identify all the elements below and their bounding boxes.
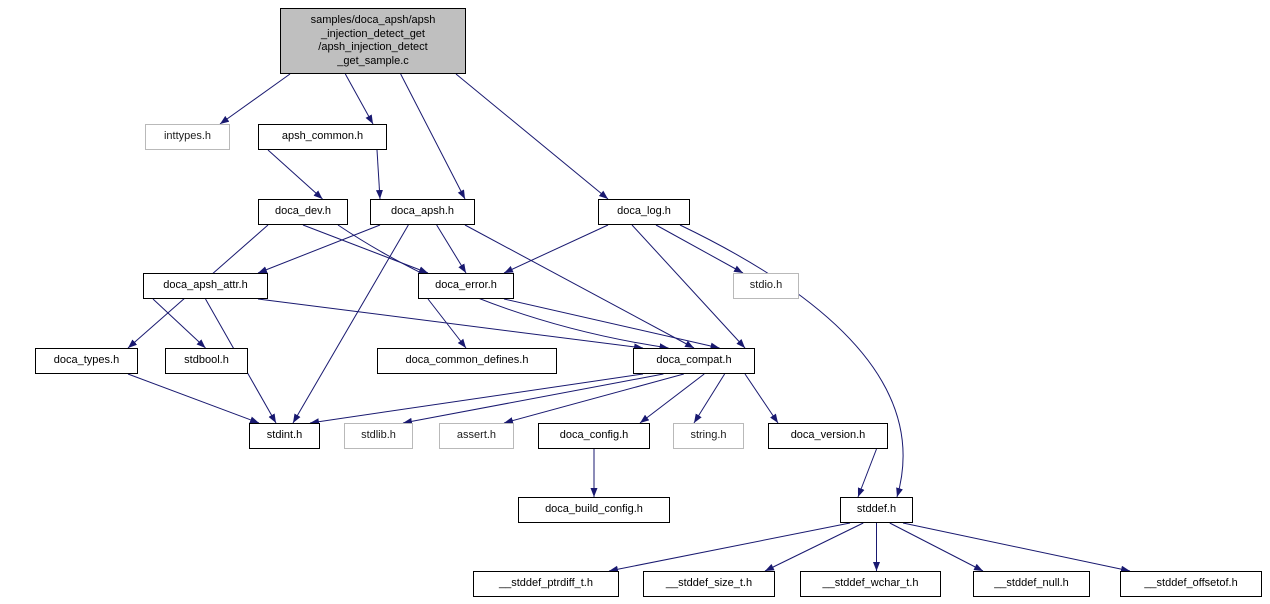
graph-node-doca_log[interactable]: doca_log.h — [598, 199, 690, 225]
graph-node-doca_compat[interactable]: doca_compat.h — [633, 348, 755, 374]
edge-doca_compat-string — [693, 373, 726, 424]
graph-node-root: samples/doca_apsh/apsh _injection_detect… — [280, 8, 466, 74]
graph-node-stddef_size[interactable]: __stddef_size_t.h — [643, 571, 775, 597]
graph-node-apsh_common[interactable]: apsh_common.h — [258, 124, 387, 150]
edge-doca_dev-doca_error — [302, 224, 429, 274]
edge-apsh_common-doca_dev — [267, 149, 323, 200]
edge-doca_log-stddef — [679, 224, 904, 498]
graph-node-doca_types[interactable]: doca_types.h — [35, 348, 138, 374]
graph-node-doca_apsh_attr[interactable]: doca_apsh_attr.h — [143, 273, 268, 299]
graph-node-doca_config[interactable]: doca_config.h — [538, 423, 650, 449]
edge-doca_apsh-doca_apsh_attr — [257, 224, 381, 274]
graph-node-string: string.h — [673, 423, 744, 449]
edge-doca_compat-doca_version — [744, 373, 779, 424]
edge-stddef-stddef_null — [889, 522, 984, 572]
edge-root-doca_apsh — [400, 73, 466, 200]
graph-node-doca_dev[interactable]: doca_dev.h — [258, 199, 348, 225]
graph-node-stdbool[interactable]: stdbool.h — [165, 348, 248, 374]
graph-node-doca_common_defines[interactable]: doca_common_defines.h — [377, 348, 557, 374]
graph-node-stddef_null[interactable]: __stddef_null.h — [973, 571, 1090, 597]
edge-doca_apsh-doca_compat — [464, 224, 695, 349]
graph-node-inttypes: inttypes.h — [145, 124, 230, 150]
edge-stddef-stddef_ptrdiff — [608, 522, 851, 573]
edge-doca_compat-stdint — [309, 373, 644, 426]
edge-doca_log-doca_error — [503, 224, 609, 274]
edge-doca_apsh-doca_error — [436, 224, 467, 274]
graph-node-doca_apsh[interactable]: doca_apsh.h — [370, 199, 475, 225]
graph-node-doca_version[interactable]: doca_version.h — [768, 423, 888, 449]
edge-doca_apsh_attr-doca_compat — [257, 298, 644, 351]
edge-doca_version-stddef — [857, 448, 877, 498]
graph-node-stdlib: stdlib.h — [344, 423, 413, 449]
graph-node-stdint[interactable]: stdint.h — [249, 423, 320, 449]
edge-doca_error-doca_compat — [503, 298, 720, 350]
edge-stddef-stddef_size — [764, 522, 864, 572]
graph-node-doca_build_config[interactable]: doca_build_config.h — [518, 497, 670, 523]
edge-doca_compat-stdlib — [402, 373, 664, 425]
graph-node-stddef_ptrdiff[interactable]: __stddef_ptrdiff_t.h — [473, 571, 619, 597]
edge-stddef-stddef_offsetof — [902, 522, 1131, 573]
edge-doca_dev-doca_compat — [337, 224, 669, 351]
graph-node-stddef[interactable]: stddef.h — [840, 497, 913, 523]
edge-doca_types-stdint — [127, 373, 260, 424]
edge-doca_compat-doca_config — [639, 373, 705, 424]
edge-doca_log-doca_compat — [631, 224, 746, 349]
edge-root-doca_log — [455, 73, 609, 200]
graph-node-stdio: stdio.h — [733, 273, 799, 299]
edge-root-apsh_common — [344, 73, 374, 125]
edge-root-inttypes — [219, 73, 291, 125]
edge-doca_error-doca_common_defines — [427, 298, 467, 349]
edge-doca_log-stdio — [655, 224, 744, 274]
edge-doca_compat-assert — [503, 373, 684, 425]
edge-apsh_common-doca_apsh — [375, 149, 383, 200]
graph-node-stddef_wchar[interactable]: __stddef_wchar_t.h — [800, 571, 941, 597]
edge-doca_apsh-stdint — [292, 224, 409, 424]
graph-node-assert: assert.h — [439, 423, 514, 449]
edge-doca_apsh_attr-stdbool — [152, 298, 206, 349]
graph-node-doca_error[interactable]: doca_error.h — [418, 273, 514, 299]
graph-node-stddef_offsetof[interactable]: __stddef_offsetof.h — [1120, 571, 1262, 597]
